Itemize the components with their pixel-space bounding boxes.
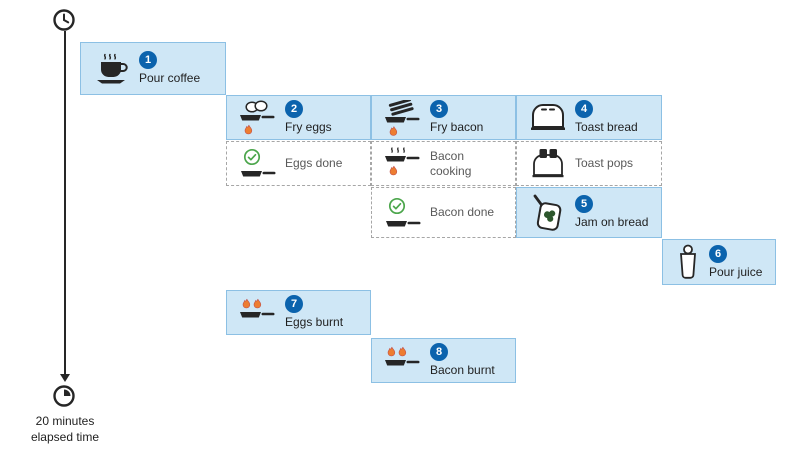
toaster-icon	[525, 102, 571, 133]
task-label-toast-bread: Toast bread	[575, 120, 638, 134]
jam-bread-icon	[525, 194, 571, 232]
step-badge-8: 8	[430, 343, 448, 361]
coffee-cup-icon	[89, 53, 135, 85]
status-eggs-done: Eggs done	[226, 141, 371, 186]
step-badge-5: 5	[575, 195, 593, 213]
timeline-arrowhead-icon	[60, 374, 70, 382]
task-label-eggs-burnt: Eggs burnt	[285, 315, 344, 329]
task-fry-eggs: 2 Fry eggs	[226, 95, 371, 140]
check-pan-icon	[235, 148, 281, 180]
status-bacon-done: Bacon done	[371, 187, 516, 238]
status-toast-pops: Toast pops	[516, 141, 662, 186]
step-badge-1: 1	[139, 51, 157, 69]
status-label-toast-pops: Toast pops	[575, 156, 634, 170]
step-badge-3: 3	[430, 100, 448, 118]
task-label-fry-eggs: Fry eggs	[285, 120, 332, 134]
task-eggs-burnt: 7 Eggs burnt	[226, 290, 371, 335]
task-label-jam-on-bread: Jam on bread	[575, 215, 649, 229]
task-label-pour-juice: Pour juice	[709, 264, 763, 279]
toaster-popped-icon	[525, 148, 571, 179]
burnt-pan-icon	[380, 346, 426, 376]
clock-end-icon	[53, 385, 75, 407]
bacon-pan-icon	[380, 99, 426, 136]
task-bacon-burnt: 8 Bacon burnt	[371, 338, 516, 383]
step-badge-6: 6	[709, 244, 727, 263]
step-badge-7: 7	[285, 295, 303, 313]
task-toast-bread: 4 Toast bread	[516, 95, 662, 140]
status-label-bacon-cooking: Bacon cooking	[430, 148, 472, 178]
step-badge-4: 4	[575, 100, 593, 118]
task-jam-on-bread: 5 Jam on bread	[516, 187, 662, 238]
check-pan-icon	[380, 196, 426, 230]
eggs-pan-icon	[235, 99, 281, 136]
status-label-eggs-done: Eggs done	[285, 156, 343, 170]
task-label-pour-coffee: Pour coffee	[139, 71, 201, 85]
status-label-bacon-done: Bacon done	[430, 205, 495, 219]
juice-glass-icon	[671, 244, 705, 281]
burnt-pan-icon	[235, 298, 281, 328]
clock-start-icon	[53, 9, 75, 31]
timeline-line	[64, 31, 66, 375]
task-pour-juice: 6 Pour juice	[662, 239, 776, 285]
step-badge-2: 2	[285, 100, 303, 118]
task-pour-coffee: 1 Pour coffee	[80, 42, 226, 95]
task-fry-bacon: 3 Fry bacon	[371, 95, 516, 140]
steam-pan-icon	[380, 146, 426, 182]
task-label-fry-bacon: Fry bacon	[430, 120, 484, 134]
status-bacon-cooking: Bacon cooking	[371, 141, 516, 186]
task-label-bacon-burnt: Bacon burnt	[430, 363, 495, 377]
elapsed-time-label: 20 minutes elapsed time	[30, 414, 100, 444]
